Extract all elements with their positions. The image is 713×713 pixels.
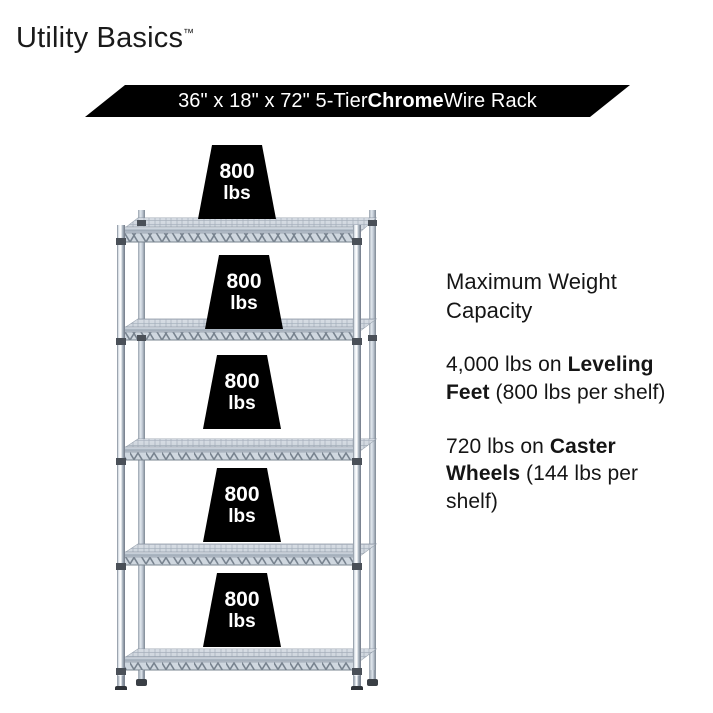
trademark-symbol: ™ [183,27,195,40]
capacity-info-block: Maximum Weight Capacity 4,000 lbs on Lev… [446,268,694,516]
badge-unit: lbs [228,393,256,415]
leveling-tail: (800 lbs per shelf) [489,380,666,404]
product-banner: 36" x 18" x 72" 5-Tier Chrome Wire Rack [85,85,630,117]
badge-number: 800 [219,159,255,183]
badge-text: 800 lbs [205,255,283,329]
badge-number: 800 [224,587,260,611]
shelf-5 [118,648,378,671]
weight-badge-shelf-3: 800 lbs [203,355,281,429]
banner-bold-finish: Chrome [367,89,444,112]
badge-text: 800 lbs [203,355,281,429]
badge-shape [205,255,283,329]
front-posts [117,225,361,690]
badge-shape [198,145,276,219]
banner-background-shape [85,85,630,117]
leveling-feet-capacity: 4,000 lbs on Leveling Feet (800 lbs per … [446,351,694,406]
badge-unit: lbs [228,611,256,633]
leveling-lead: 4,000 lbs on [446,353,568,377]
badge-number: 800 [224,482,260,506]
caster-lead: 720 lbs on [446,434,550,458]
badge-shape [203,355,281,429]
banner-pre-bold: 36" x 18" x 72" 5-Tier [178,89,368,112]
post-collars [116,220,377,675]
shelf-4 [118,543,378,566]
badge-shape [203,468,281,542]
badge-shape [203,573,281,647]
shelf-1 [118,217,378,243]
badge-text: 800 lbs [198,145,276,219]
badge-unit: lbs [223,183,251,205]
weight-badge-shelf-4: 800 lbs [203,468,281,542]
caster-bold: Caster Wheels [446,434,616,486]
caster-wheels-capacity: 720 lbs on Caster Wheels (144 lbs per sh… [446,433,694,516]
brand-logo: Utility Basics™ [16,22,194,55]
weight-badge-shelf-1: 800 lbs [198,145,276,219]
badge-number: 800 [226,269,262,293]
badge-unit: lbs [230,293,258,315]
rack-svg [115,210,378,690]
banner-post-bold: Wire Rack [443,89,537,112]
badge-unit: lbs [228,506,256,528]
shelf-3 [118,438,378,461]
badge-text: 800 lbs [203,468,281,542]
badge-text: 800 lbs [203,573,281,647]
weight-badge-shelf-5: 800 lbs [203,573,281,647]
capacity-heading: Maximum Weight Capacity [446,269,617,323]
badge-number: 800 [224,369,260,393]
brand-name: Utility Basics [16,22,184,54]
wire-rack-illustration [98,130,398,690]
weight-badge-shelf-2: 800 lbs [205,255,283,329]
banner-title: 36" x 18" x 72" 5-Tier Chrome Wire Rack [85,85,630,117]
leveling-feet [115,670,378,690]
caster-tail: (144 lbs per shelf) [446,462,639,514]
leveling-bold: Leveling Feet [446,353,654,404]
